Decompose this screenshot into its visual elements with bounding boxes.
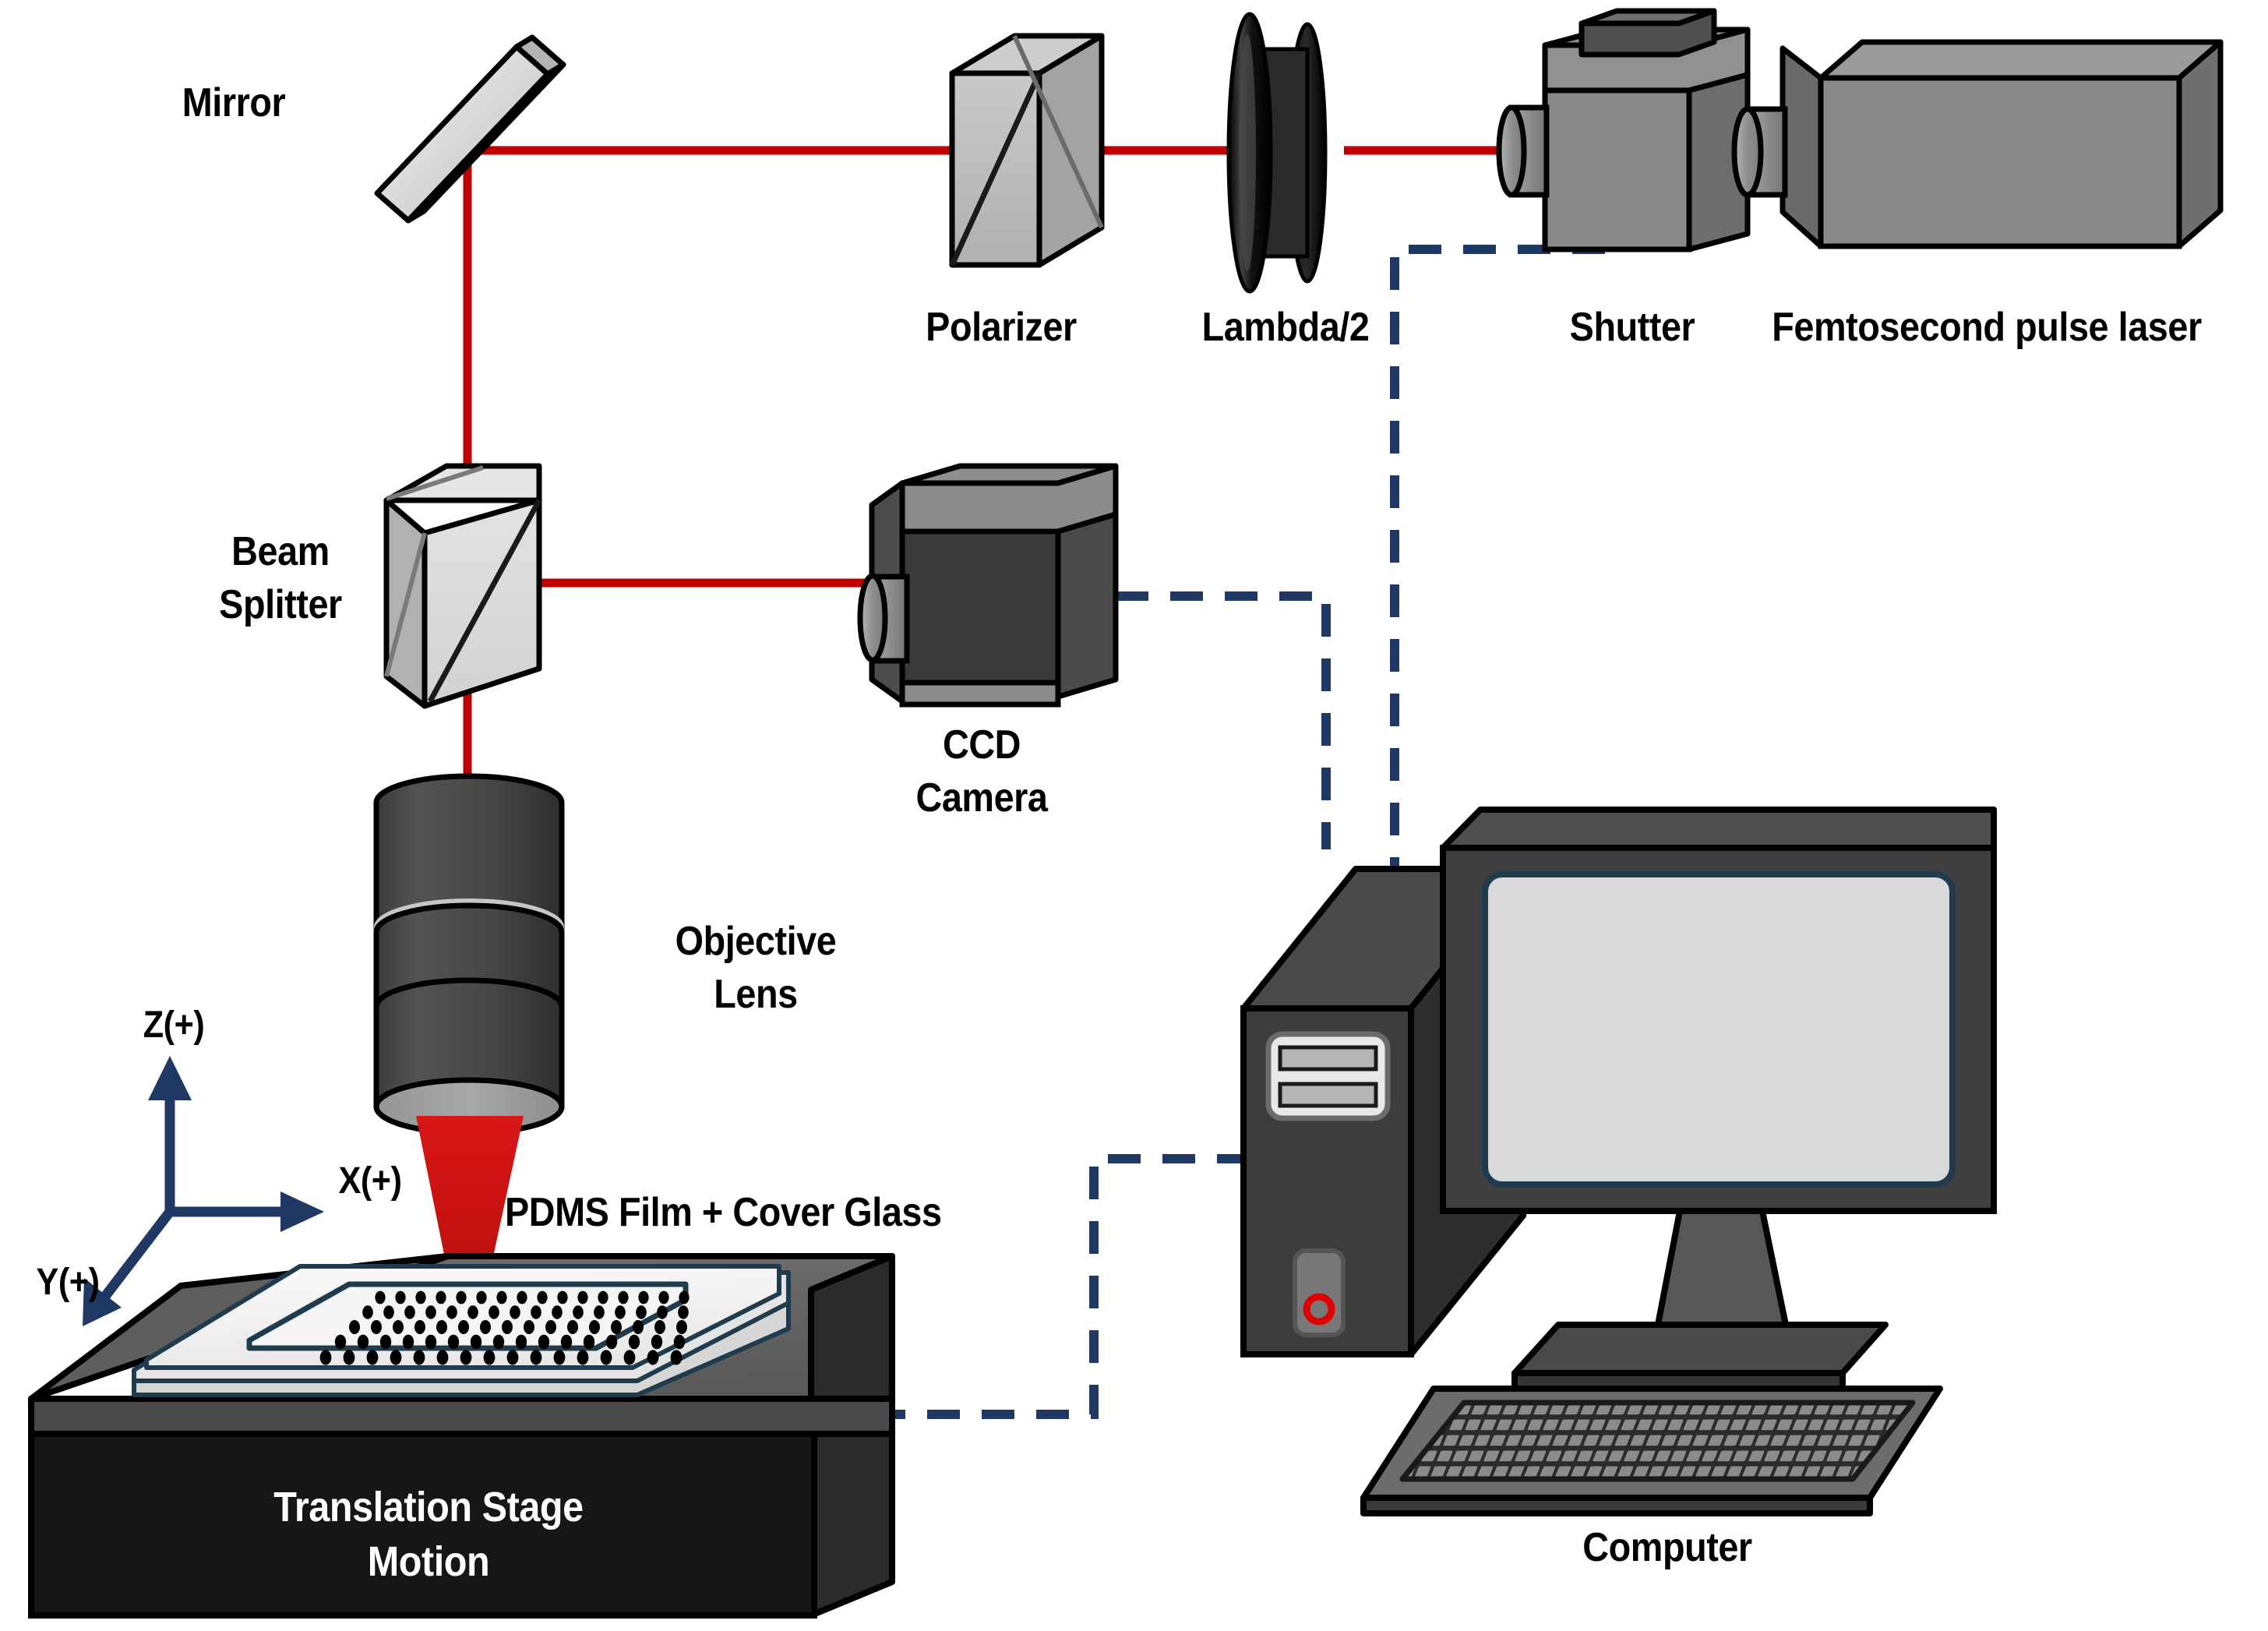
polarizer-label: Polarizer <box>926 305 1077 350</box>
y-axis-label: Y(+) <box>36 1262 100 1303</box>
lambda-half-component[interactable] <box>1226 12 1328 294</box>
ccd-camera-label-line1: CCD <box>942 722 1021 768</box>
optical-drive-slot-1 <box>1278 1045 1378 1071</box>
mirror-label: Mirror <box>182 80 286 125</box>
ccd-side-face <box>1055 511 1119 700</box>
y-axis-line <box>97 1209 175 1304</box>
ccd-camera-component[interactable] <box>857 463 1119 708</box>
y-axis-arrowhead <box>83 1278 122 1326</box>
laser-top-face <box>1818 39 2224 81</box>
control-cable-group <box>873 245 1605 1419</box>
ccd-bottom-band <box>899 680 1061 708</box>
shutter-knob-body <box>1578 8 1717 58</box>
dot-row-1 <box>375 1290 690 1304</box>
lambda-half-label: Lambda/2 <box>1201 305 1370 350</box>
objective-lens-component[interactable] <box>373 773 565 1136</box>
dot-row-5 <box>319 1350 683 1365</box>
mirror-face <box>374 44 551 224</box>
sample-assembly[interactable] <box>132 1264 791 1397</box>
x-axis-label: X(+) <box>338 1160 402 1202</box>
polarizer-right-face <box>1036 33 1105 268</box>
laser-left-face <box>1779 45 1824 249</box>
keyboard-front-edge <box>1360 1495 1873 1516</box>
splitter-top-face <box>383 463 542 503</box>
laser-label: Femtosecond pulse laser <box>1772 305 2202 350</box>
sample-label: PDMS Film + Cover Glass <box>505 1190 942 1235</box>
laser-front-face <box>1818 75 2182 249</box>
polarizer-diagonal-side <box>1012 34 1104 229</box>
z-axis-arrowhead <box>148 1056 192 1100</box>
dot-row-4 <box>334 1334 686 1350</box>
beam-splitter-label-line1: Beam <box>231 529 330 574</box>
waveplate-aperture <box>1239 34 1256 271</box>
keyboard-key-area <box>1399 1400 1916 1482</box>
z-axis-label: Z(+) <box>143 1004 205 1046</box>
focused-beam-cone <box>416 1116 524 1350</box>
monitor-stand-neck <box>1655 1208 1789 1328</box>
laser-output-aperture <box>1731 106 1764 198</box>
shutter-to-computer-cable <box>1390 245 1605 869</box>
stage-label-line1: Translation Stage <box>273 1484 584 1530</box>
shutter-front-face <box>1542 87 1692 252</box>
computer-monitor[interactable] <box>1440 807 1997 1392</box>
ccd-front-face <box>899 528 1061 700</box>
computer-label: Computer <box>1582 1525 1752 1570</box>
stage-label-line2: Motion <box>367 1538 490 1585</box>
coordinate-axes <box>83 1056 324 1326</box>
ccd-lens-aperture <box>857 573 888 663</box>
computer-keyboard[interactable] <box>1360 1386 1943 1516</box>
beam-splitter-label-line2: Splitter <box>219 582 342 627</box>
ccd-to-computer-cable <box>1116 591 1331 849</box>
objective-lens-label-line2: Lens <box>714 972 798 1017</box>
dot-row-2 <box>362 1305 689 1319</box>
stage-rim-band <box>28 1396 895 1437</box>
stage-front-face <box>28 1431 817 1619</box>
splitter-diagonal-top <box>386 465 484 501</box>
shutter-label: Shutter <box>1569 305 1695 350</box>
ccd-camera-label-line2: Camera <box>915 775 1048 821</box>
laser-side-face <box>2176 39 2224 249</box>
monitor-stand-base <box>1511 1322 1889 1376</box>
written-dot-array <box>319 1290 690 1365</box>
objective-lens-label-line1: Objective <box>675 919 837 964</box>
beam-splitter-component[interactable] <box>383 463 542 709</box>
polarizer-diagonal-front <box>949 72 1042 267</box>
splitter-diagonal-left <box>384 532 427 677</box>
splitter-diagonal-front <box>427 499 542 703</box>
mirror-component[interactable] <box>374 34 566 224</box>
x-axis-arrowhead <box>280 1191 324 1232</box>
power-led-icon <box>1303 1293 1335 1326</box>
polarizer-component[interactable] <box>949 33 1105 268</box>
stage-to-computer-cable <box>873 1154 1243 1419</box>
dot-row-3 <box>349 1320 687 1334</box>
shutter-input-aperture <box>1496 104 1527 198</box>
mirror-edge-side <box>405 62 566 224</box>
monitor-top-bevel <box>1440 807 1997 851</box>
monitor-screen <box>1482 871 1956 1188</box>
shutter-component[interactable] <box>1496 8 1751 252</box>
femtosecond-laser-component[interactable] <box>1731 39 2224 249</box>
optical-drive-slot-2 <box>1278 1082 1378 1108</box>
